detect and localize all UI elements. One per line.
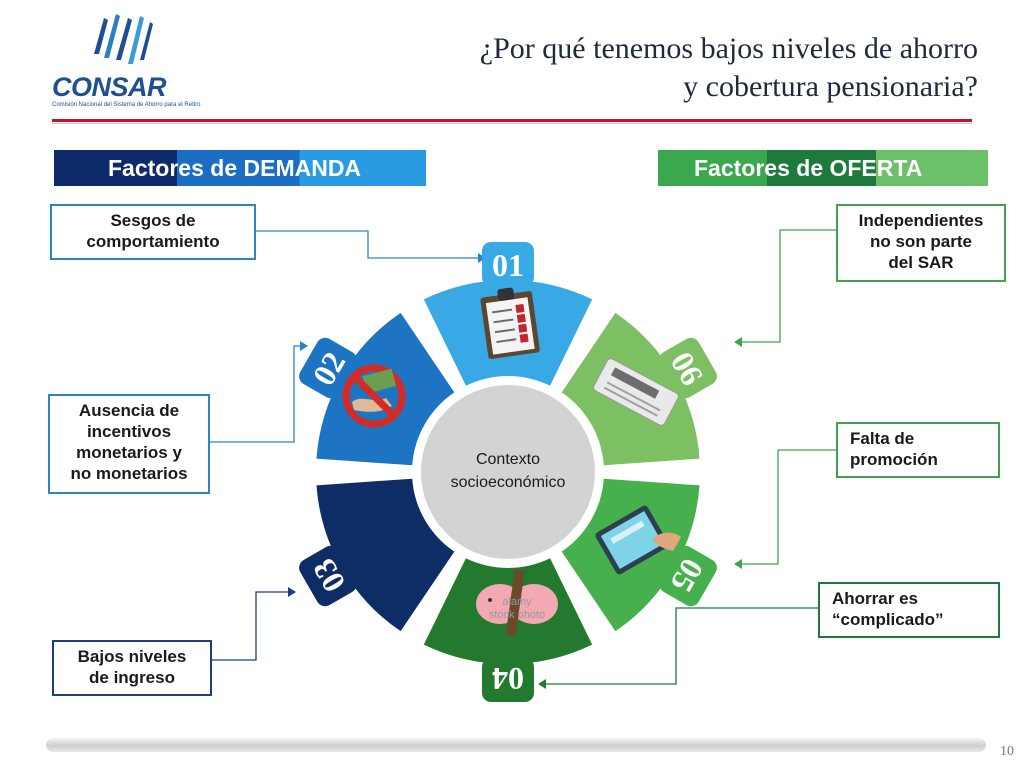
demand-box-line: incentivos [86,422,172,441]
arrowhead-04 [538,679,546,689]
number-tab-04: 04 [482,658,534,702]
connector-ahorrar [546,607,818,685]
wheel-segment-03 [316,478,455,632]
stock-watermark: alamy stock photo [462,596,572,622]
center-label-line-1: Contexto [475,451,541,468]
number-tab-bg [482,242,534,286]
demand-box-line: Ausencia de [78,401,180,420]
center-label-line-2: socioeconómico [450,474,566,491]
no-money-handshake-icon [342,364,406,428]
demand-box-ausencia: Ausencia de incentivos monetarios y no m… [48,394,210,494]
supply-box-independientes: Independientes no son parte del SAR [836,204,1006,282]
wheel-segment-02 [316,312,455,466]
connector-falta [742,449,836,565]
number-tab-label: 04 [492,661,524,697]
tablet-hand-icon [595,505,682,575]
number-tab-label: 01 [492,247,524,283]
supply-box-line: Ahorrar es [832,589,918,608]
demand-box-line: Bajos niveles [77,647,187,666]
title-divider [52,119,972,122]
supply-box-ahorrar: Ahorrar es “complicado” [818,582,1000,638]
broken-piggy-bank-icon [476,569,558,637]
demand-box-line: no monetarios [70,464,188,483]
footer-bar [46,738,986,752]
arrowhead-02 [300,341,308,351]
demand-box-line: comportamiento [86,232,220,251]
arrowhead-05 [734,559,742,569]
connector-bajos [212,591,288,661]
demand-box-line: Sesgos de [110,211,196,230]
logo-tagline: Comisión Nacional del Sistema de Ahorro … [52,102,201,108]
number-tab-06: 06 [659,337,717,399]
supply-box-line: Independientes [858,211,984,230]
supply-box-line: del SAR [888,253,954,272]
number-tab-bg [659,545,717,607]
center-label: Contexto socioeconómico [408,448,608,494]
number-tab-03: 03 [299,545,357,607]
title-line-1: ¿Por qué tenemos bajos niveles de ahorro [479,32,978,65]
watermark-line-2: stock photo [488,609,546,621]
number-tab-bg [299,337,357,399]
connector-lines [210,229,836,685]
arrowhead-06 [734,337,742,347]
demand-box-line: de ingreso [89,668,175,687]
connector-independientes [742,229,836,343]
demand-factors-header: Factores de DEMANDA [54,150,426,186]
title-divider-shadow [52,123,972,124]
newspaper-icon [593,358,679,426]
number-tab-01: 01 [482,242,534,286]
arrowhead-03 [288,587,296,597]
number-tab-bg [482,658,534,702]
supply-factors-header: Factores de OFERTA [658,150,988,186]
demand-box-bajos: Bajos niveles de ingreso [52,640,212,696]
title-line-2: y cobertura pensionaria? [683,70,978,103]
demand-box-line: monetarios y [76,443,182,462]
watermark-line-1: alamy [502,596,532,608]
page-title: ¿Por qué tenemos bajos niveles de ahorro… [358,30,978,106]
supply-box-line: Falta de [850,429,915,448]
connector-ausencia [210,345,300,443]
number-tab-bg [659,337,717,399]
demand-box-sesgos: Sesgos de comportamiento [50,204,256,260]
supply-box-line: promoción [850,450,938,469]
wheel-icons [342,287,682,637]
connector-sesgos [256,230,478,259]
supply-box-falta: Falta de promoción [836,422,1000,478]
center-circle [421,385,595,559]
checklist-clipboard-icon [480,287,540,359]
supply-box-line: no son parte [869,232,972,251]
supply-box-line: “complicado” [832,610,944,629]
number-tab-bg [299,545,357,607]
consar-logo-mark [94,14,153,64]
page-number: 10 [1000,744,1014,759]
logo-wordmark: CONSAR [52,72,167,102]
